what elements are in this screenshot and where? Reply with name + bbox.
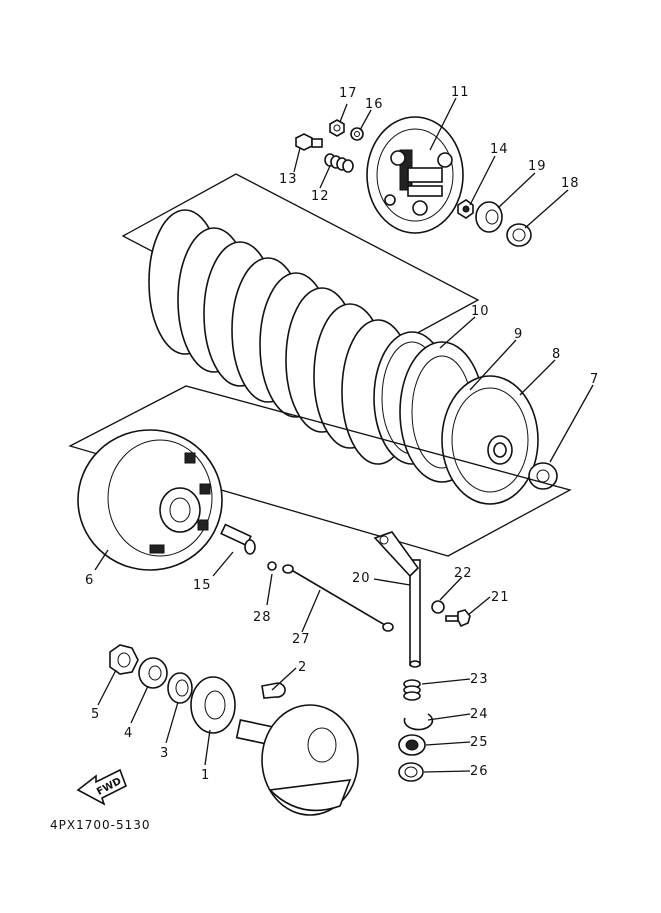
bolt-13 xyxy=(295,133,323,151)
oil-seal-25 xyxy=(398,734,426,756)
callout-9: 9 xyxy=(514,327,523,342)
callout-19: 19 xyxy=(528,159,547,174)
housing-frame xyxy=(68,385,572,557)
callout-14: 14 xyxy=(490,142,509,157)
callout-4: 4 xyxy=(124,726,133,741)
bearing-14 xyxy=(457,199,474,219)
leader-lines xyxy=(94,97,594,773)
nut-19 xyxy=(475,201,503,233)
washer-16 xyxy=(350,127,364,141)
callout-10: 10 xyxy=(471,304,490,319)
lock-washer-7 xyxy=(528,462,558,490)
callout-20: 20 xyxy=(352,571,371,586)
callout-labels: 11 17 16 13 12 14 19 18 10 9 8 7 6 15 28… xyxy=(85,85,599,783)
callout-2: 2 xyxy=(298,660,307,675)
spring-23 xyxy=(403,679,421,701)
callout-5: 5 xyxy=(91,707,100,722)
callout-1: 1 xyxy=(201,768,210,783)
callout-7: 7 xyxy=(590,372,599,387)
lock-washer-4 xyxy=(138,657,168,689)
primary-drive-gear-1 xyxy=(190,676,236,734)
nut-17 xyxy=(329,119,345,137)
screw-21 xyxy=(445,609,471,628)
circlip-24 xyxy=(403,713,434,731)
fwd-arrow-icon: FWD xyxy=(76,768,128,806)
callout-26: 26 xyxy=(470,764,489,779)
pressure-plate xyxy=(366,116,464,234)
washer-22 xyxy=(431,600,445,614)
callout-13: 13 xyxy=(279,172,298,187)
ball-28 xyxy=(267,561,277,571)
friction-plates xyxy=(148,209,415,465)
nut-5 xyxy=(109,644,139,675)
bearing-26 xyxy=(398,762,424,782)
callout-24: 24 xyxy=(470,707,489,722)
callout-27: 27 xyxy=(292,632,311,647)
callout-25: 25 xyxy=(470,735,489,750)
callout-8: 8 xyxy=(552,347,561,362)
callout-23: 23 xyxy=(470,672,489,687)
clutch-boss-8 xyxy=(441,375,539,505)
callout-22: 22 xyxy=(454,566,473,581)
callout-15: 15 xyxy=(193,578,212,593)
callout-21: 21 xyxy=(491,590,510,605)
callout-16: 16 xyxy=(365,97,384,112)
push-lever-shaft-20 xyxy=(373,531,421,668)
clutch-housing-6 xyxy=(77,429,223,571)
woodruff-key-2 xyxy=(261,682,286,699)
crankshaft xyxy=(235,704,359,816)
push-rod-15 xyxy=(220,523,256,555)
callout-6: 6 xyxy=(85,573,94,588)
callout-12: 12 xyxy=(311,189,330,204)
washer-3 xyxy=(167,672,193,704)
callout-3: 3 xyxy=(160,746,169,761)
callout-28: 28 xyxy=(253,610,272,625)
callout-18: 18 xyxy=(561,176,580,191)
reference-code: 4PX1700-5130 xyxy=(50,818,151,832)
lock-washer-18 xyxy=(506,223,532,247)
callout-17: 17 xyxy=(339,86,358,101)
push-rod-27 xyxy=(282,564,394,632)
callout-11: 11 xyxy=(451,85,470,100)
